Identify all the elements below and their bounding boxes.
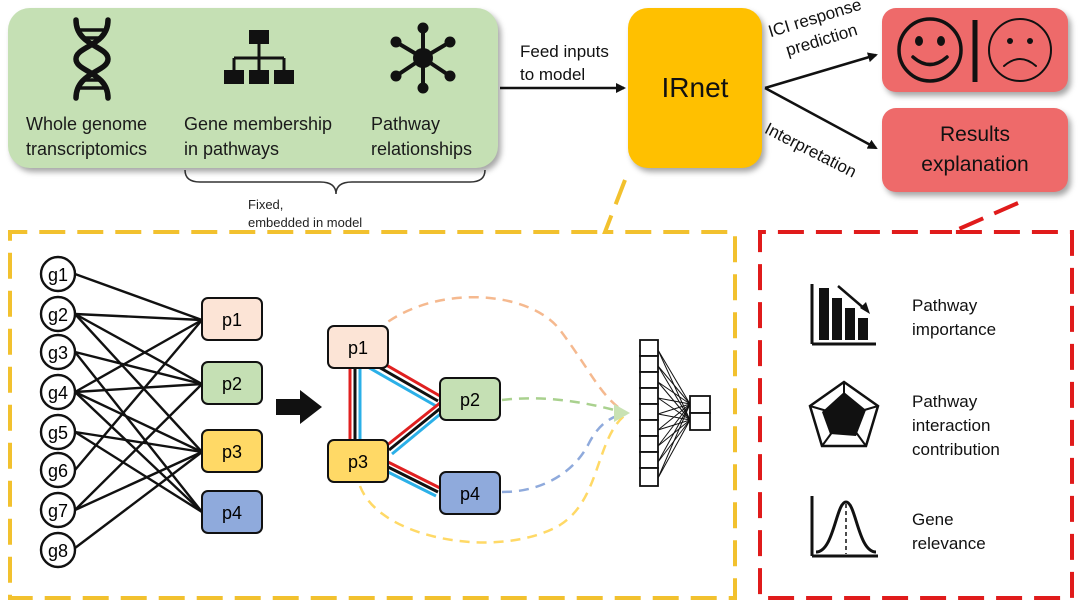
- sad-face-icon: [988, 18, 1052, 82]
- gene-nodes: g1 g2 g3 g4 g5 g6 g7 g8: [39, 255, 77, 569]
- gene-node: g6: [39, 451, 77, 489]
- hierarchy-icon: [224, 30, 294, 84]
- svg-text:p2: p2: [222, 374, 242, 394]
- bar-chart-icon: [810, 284, 876, 346]
- svg-text:p3: p3: [222, 442, 242, 462]
- pathway-node-p1: p1: [201, 297, 263, 341]
- gene-node: g5: [39, 413, 77, 451]
- response-faces-box: [882, 8, 1068, 92]
- yellow-dashed-panel: [8, 179, 737, 600]
- gene-node: g7: [39, 491, 77, 529]
- pathway-graph-p4: p4: [439, 471, 501, 515]
- pathway-node-p2: p2: [201, 361, 263, 405]
- dense-layer: [639, 339, 711, 487]
- dna-icon: [73, 17, 111, 101]
- pathway-graph-p2: p2: [439, 377, 501, 421]
- svg-text:g5: g5: [48, 423, 68, 443]
- dense-layer-units: [639, 339, 659, 487]
- svg-text:p4: p4: [460, 484, 480, 504]
- fixed-brace: [184, 169, 486, 195]
- transform-arrow-icon: [276, 390, 322, 424]
- gene-node: g8: [39, 531, 77, 569]
- svg-text:g7: g7: [48, 501, 68, 521]
- svg-text:g2: g2: [48, 305, 68, 325]
- distribution-curve-icon: [810, 496, 878, 558]
- svg-text:p1: p1: [348, 338, 368, 358]
- gene-node: g4: [39, 373, 77, 411]
- interpretation-arrow: [764, 86, 878, 150]
- dashed-curve-p3: [358, 415, 625, 544]
- dashed-arrowhead: [614, 404, 630, 422]
- gene-node: g3: [39, 333, 77, 371]
- irnet-title: IRnet: [661, 72, 729, 103]
- gene-node: g1: [39, 255, 77, 293]
- prediction-arrow: [764, 52, 878, 90]
- svg-text:p2: p2: [460, 390, 480, 410]
- svg-text:g3: g3: [48, 343, 68, 363]
- svg-text:p3: p3: [348, 452, 368, 472]
- response-faces: [897, 17, 1052, 83]
- svg-text:g6: g6: [48, 461, 68, 481]
- svg-text:g8: g8: [48, 541, 68, 561]
- svg-text:p4: p4: [222, 503, 242, 523]
- svg-text:g1: g1: [48, 265, 68, 285]
- radar-chart-icon: [808, 380, 880, 448]
- svg-text:g4: g4: [48, 383, 68, 403]
- pathway-graph-p3: p3: [327, 439, 389, 483]
- irnet-model-box: IRnet: [628, 8, 762, 168]
- pathway-node-p4: p4: [201, 490, 263, 534]
- pathway-column-left: p1 p2 p3 p4: [201, 297, 263, 534]
- dashed-curve-p4: [501, 412, 627, 494]
- output-layer-units: [689, 395, 711, 431]
- red-dashed-panel: [758, 201, 1074, 600]
- pathway-graph-p1: p1: [327, 325, 389, 369]
- gene-node: g2: [39, 295, 77, 333]
- dashed-curve-p2: [501, 397, 623, 414]
- network-icon: [390, 22, 456, 94]
- svg-text:p1: p1: [222, 310, 242, 330]
- happy-face-icon: [897, 17, 963, 83]
- gene-pathway-edges: [74, 272, 203, 549]
- dashed-curve-p1: [374, 296, 623, 412]
- fixed-note: Fixed,embedded in model: [248, 197, 363, 230]
- pathway-node-p3: p3: [201, 429, 263, 473]
- pathway-graph: p1 p2 p3 p4: [327, 325, 501, 515]
